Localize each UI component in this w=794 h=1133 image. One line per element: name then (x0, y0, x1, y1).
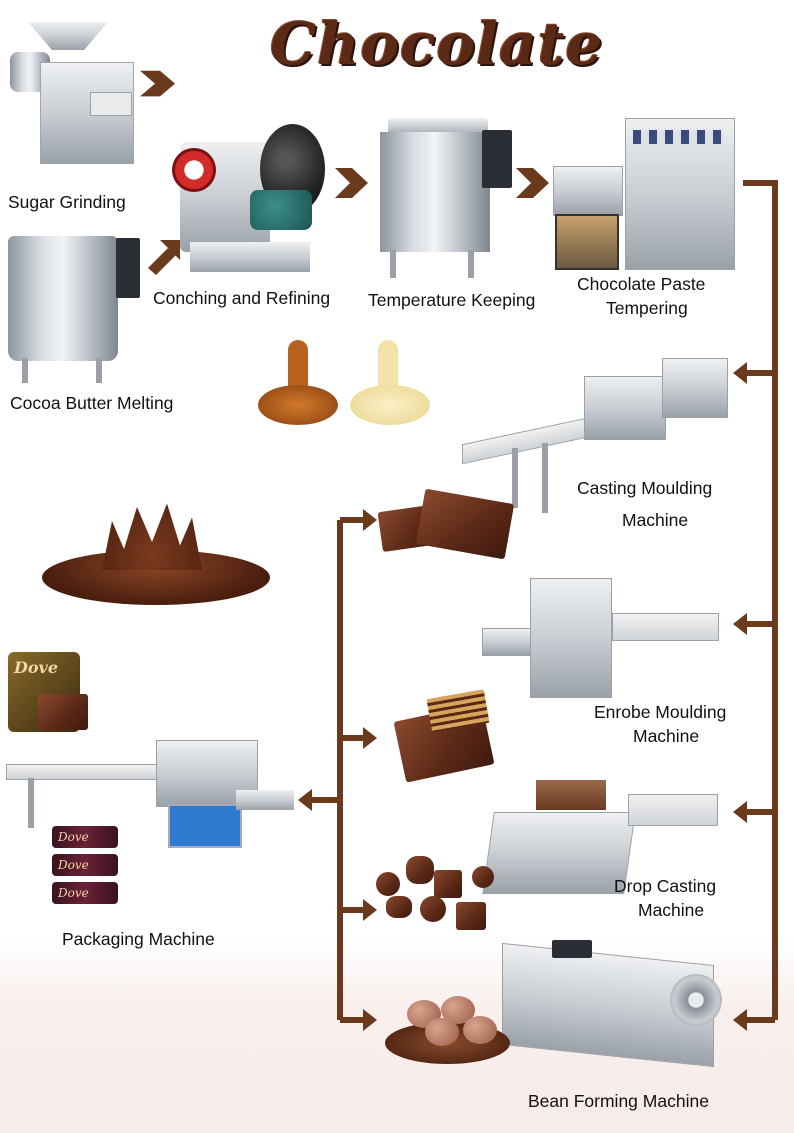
temperature-keeping-tank-image (378, 100, 518, 285)
arrow-butter-head (160, 240, 180, 260)
label-tempering-line1: Chocolate Paste (577, 274, 706, 294)
arrow-temperature-to-tempering (516, 168, 549, 198)
dove-bag-brand: Dove (14, 658, 59, 677)
label-packaging: Packaging Machine (62, 929, 215, 949)
chocolate-bar-image (377, 488, 520, 568)
arrow-conching-to-temperature (335, 168, 368, 198)
arrowhead-bean (733, 1009, 747, 1031)
tempering-machine-image (553, 96, 743, 276)
drop-casting-machine-image (482, 772, 720, 902)
arrowhead-bar (363, 509, 377, 531)
label-tempering-line2: Tempering (606, 298, 688, 318)
dove-bar-3: Dove (52, 882, 118, 904)
conching-machine-image (170, 112, 330, 277)
packaging-machine-image (6, 720, 296, 865)
arrow-sugar-to-conching (140, 70, 175, 97)
dove-bar-1-brand: Dove (58, 830, 89, 844)
dove-bar-2-brand: Dove (58, 858, 89, 872)
enrobe-moulding-machine-image (482, 568, 722, 703)
arrowhead-beans (363, 1009, 377, 1031)
arrowhead-packaging (298, 789, 312, 811)
label-sugar-grinding: Sugar Grinding (8, 192, 126, 212)
arrow-butter-to-conching (148, 248, 176, 275)
arrowhead-pralines (363, 899, 377, 921)
arrowhead-casting (733, 362, 747, 384)
wafer-bar-image (393, 682, 495, 783)
cocoa-butter-tank-image (8, 228, 140, 388)
label-cocoa-butter-melting: Cocoa Butter Melting (10, 393, 174, 413)
sugar-grinder-image (10, 22, 135, 172)
dove-bag-image: Dove (8, 652, 96, 742)
dove-bar-3-brand: Dove (58, 886, 89, 900)
dove-bar-2: Dove (52, 854, 118, 876)
label-enrobe-line1: Enrobe Moulding (594, 702, 727, 722)
arrowhead-drop (733, 801, 747, 823)
dove-bar-1: Dove (52, 826, 118, 848)
chocolate-pour-image (258, 340, 438, 435)
label-enrobe-line2: Machine (633, 726, 700, 746)
chocolate-beans-image (385, 992, 510, 1072)
page-title: Chocolate (270, 10, 604, 78)
arrowhead-wafer (363, 727, 377, 749)
bean-forming-machine-image (502, 940, 730, 1080)
label-drop-line1: Drop Casting (614, 876, 717, 896)
label-casting-line1: Casting Moulding (577, 478, 713, 498)
label-drop-line2: Machine (638, 900, 705, 920)
arrowhead-enrobe (733, 613, 747, 635)
chocolate-splash-image (42, 480, 270, 608)
label-conching-refining: Conching and Refining (153, 288, 331, 308)
casting-moulding-machine-image (462, 348, 732, 518)
label-temperature-keeping: Temperature Keeping (368, 290, 536, 310)
label-casting-line2: Machine (622, 510, 689, 530)
pralines-image (376, 852, 511, 940)
label-bean-forming: Bean Forming Machine (528, 1091, 709, 1111)
